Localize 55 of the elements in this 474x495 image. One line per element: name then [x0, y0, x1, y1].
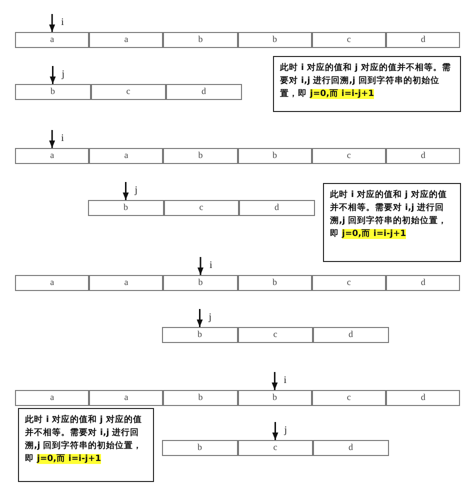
pointer-label: j	[62, 69, 65, 80]
character-cell: b	[162, 440, 238, 456]
note-box: 此时 i 对应的值和 j 对应的值并不相等。需要对 i,j 进行回溯,j 回到字符串的初始位置，即 j=0,而 i=i-j+1	[273, 56, 461, 112]
pointer-arrow	[196, 309, 203, 327]
pointer-label: i	[210, 260, 212, 271]
pointer-label: i	[61, 17, 64, 28]
character-cell: a	[89, 390, 164, 406]
character-cell: c	[312, 390, 386, 406]
character-cell: c	[312, 32, 386, 48]
character-cell: a	[15, 390, 90, 406]
note-box: 此时 i 对应的值和 j 对应的值并不相等。需要对 i,j 进行回溯,j 回到字符串的初始位置，即 j=0,而 i=i-j+1	[18, 408, 154, 482]
pointer-label: j	[208, 312, 212, 323]
character-cell: d	[313, 440, 388, 456]
character-cell: c	[312, 275, 386, 291]
character-cell: b	[238, 148, 312, 164]
character-cell: a	[89, 32, 164, 48]
character-cell: d	[166, 84, 242, 100]
character-cell: b	[88, 200, 164, 216]
character-cell: c	[238, 327, 313, 343]
character-cell: d	[386, 390, 460, 406]
character-cell: b	[163, 148, 238, 164]
character-cell: b	[163, 32, 238, 48]
character-cell: b	[15, 84, 90, 100]
pointer-label: j	[134, 185, 138, 196]
pointer-label: j	[284, 425, 288, 436]
character-cell: c	[164, 200, 239, 216]
character-cell: a	[15, 32, 90, 48]
pointer-label: i	[284, 375, 286, 386]
character-cell: d	[386, 275, 460, 291]
pointer-arrow	[272, 422, 278, 440]
character-cell: d	[239, 200, 314, 216]
character-cell: a	[15, 148, 90, 164]
character-cell: d	[313, 327, 388, 343]
character-cell: b	[163, 390, 238, 406]
character-cell: d	[386, 32, 460, 48]
pointer-arrow	[272, 372, 278, 390]
character-cell: a	[15, 275, 90, 291]
pointer-arrow	[49, 14, 56, 32]
pointer-arrow	[122, 182, 129, 200]
character-cell: c	[238, 440, 313, 456]
pointer-arrow	[49, 130, 56, 148]
note-box: 此时 i 对应的值和 j 对应的值并不相等。需要对 i,j 进行回溯,j 回到字符串的初始位置，即 j=0,而 i=i-j+1	[323, 183, 461, 262]
pointer-label: i	[61, 133, 64, 144]
character-cell: b	[163, 275, 238, 291]
character-cell: b	[238, 32, 312, 48]
character-cell: a	[89, 148, 164, 164]
character-cell: d	[386, 148, 460, 164]
character-cell: b	[238, 390, 312, 406]
character-cell: b	[238, 275, 312, 291]
character-cell: c	[312, 148, 386, 164]
pointer-arrow	[50, 66, 56, 84]
pointer-arrow	[198, 257, 204, 275]
character-cell: c	[90, 84, 166, 100]
character-cell: b	[162, 327, 238, 343]
character-cell: a	[89, 275, 164, 291]
